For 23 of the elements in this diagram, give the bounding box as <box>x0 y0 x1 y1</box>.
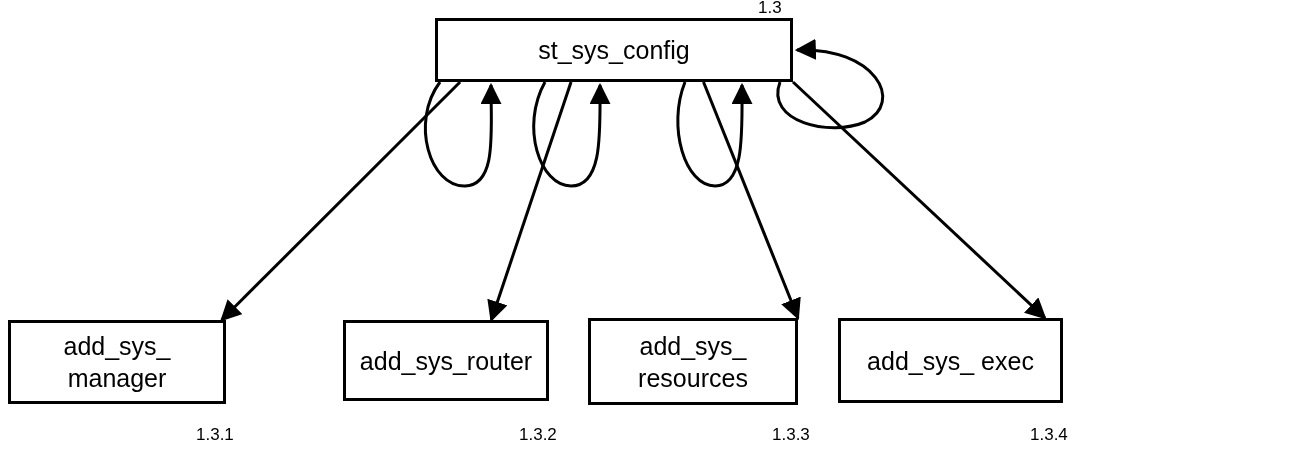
arrow <box>487 81 573 322</box>
arrow <box>220 80 462 322</box>
node-number: 1.3 <box>758 0 782 18</box>
node-label: add_sys_ exec <box>867 345 1034 377</box>
arrow <box>791 80 1047 320</box>
node-number: 1.3.4 <box>1030 425 1068 445</box>
self-loop-arrow <box>532 81 611 188</box>
process-box <box>838 318 1063 403</box>
self-loop-arrow <box>676 81 753 188</box>
node-number: 1.3.1 <box>196 425 234 445</box>
self-loop-arrow <box>423 81 502 188</box>
process-box <box>588 318 798 405</box>
process-box <box>343 320 549 401</box>
self-loop-arrow <box>776 39 884 130</box>
node-label: add_sys_ resources <box>637 330 749 394</box>
node-label: st_sys_config <box>538 35 690 66</box>
process-box <box>435 18 793 82</box>
arrow <box>702 81 801 320</box>
process-box <box>8 320 226 404</box>
node-label: add_sys_router <box>359 345 533 377</box>
node-number: 1.3.3 <box>772 425 810 445</box>
node-number: 1.3.2 <box>519 425 557 445</box>
node-label: add_sys_ manager <box>62 331 172 394</box>
